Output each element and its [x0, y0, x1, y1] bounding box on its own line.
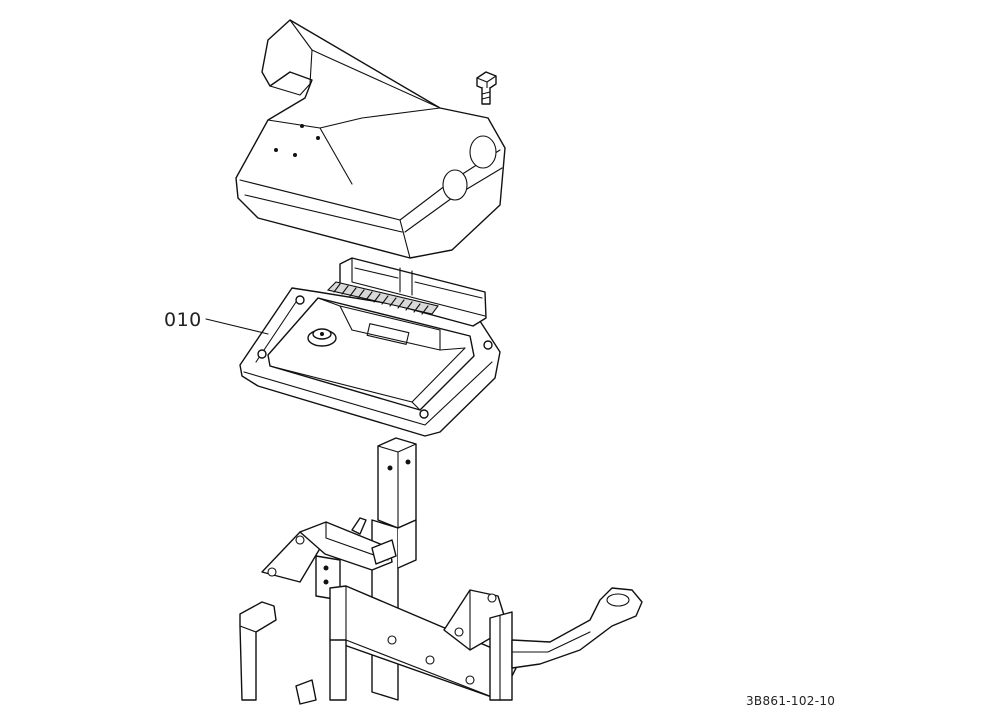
ecu-unit [239, 257, 501, 437]
part-callout-010: 010 [164, 309, 202, 331]
callout-leader-line [205, 318, 269, 335]
figure-code: 3B861-102-10 [746, 694, 836, 708]
bolt [476, 71, 497, 105]
ecu-cover [235, 19, 506, 259]
mounting-bracket [239, 437, 643, 705]
